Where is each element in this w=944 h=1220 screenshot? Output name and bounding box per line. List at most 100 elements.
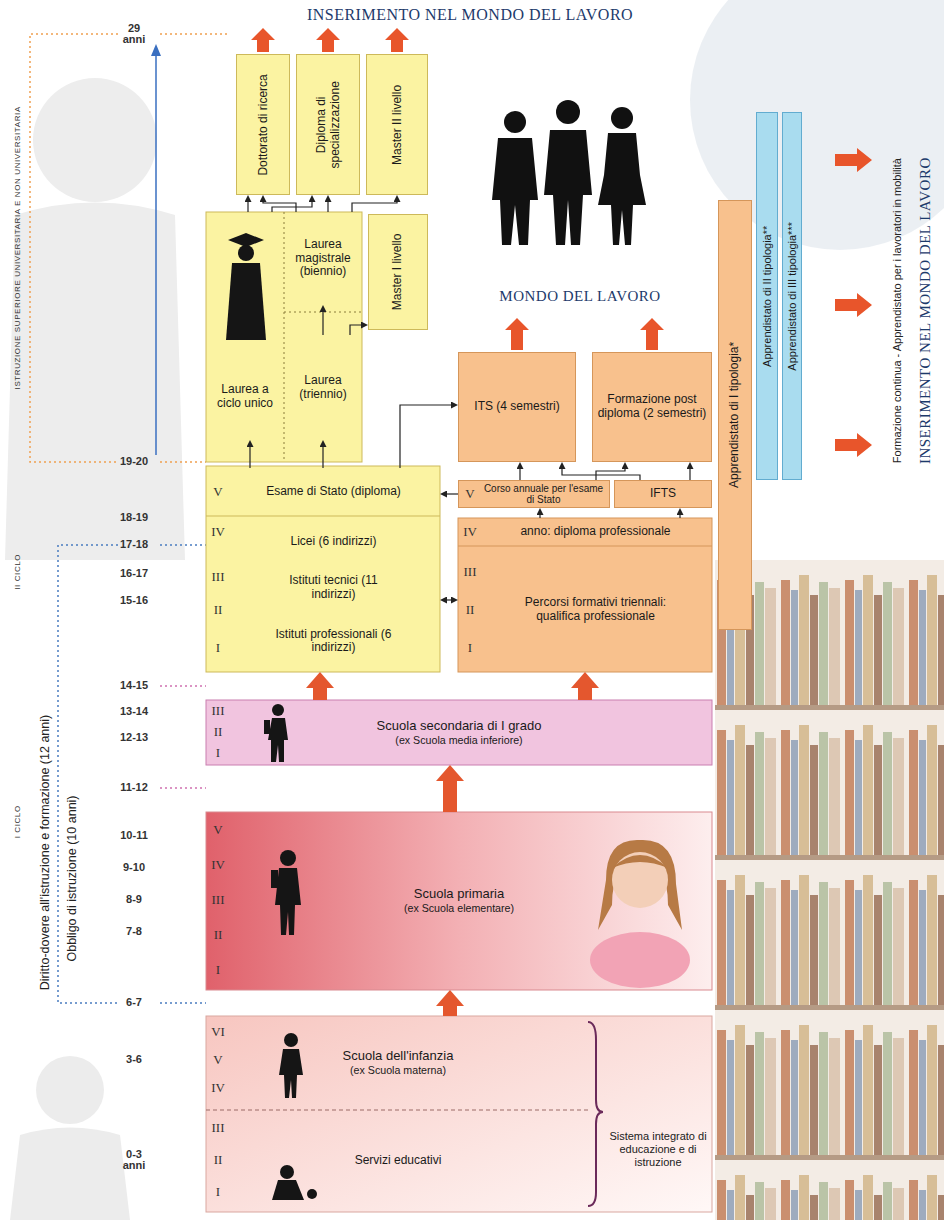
box-text: Master I livello [391,218,405,326]
age-label: 8-9 [119,894,149,906]
box-subtext: Istituti professionali (6 indirizzi) [269,628,399,656]
guide-line [160,685,206,687]
age-label: 15-16 [119,595,149,607]
apprenticeship-band: Apprendistato di II tipologia** [756,112,778,480]
student-silhouette [271,870,278,888]
girl-picture [590,932,690,988]
school-band: Scuola secondaria di I grado(ex Scuola m… [206,700,712,765]
guide-line [58,545,118,1003]
guide-line [155,54,157,455]
year-numeral: I [208,1185,228,1199]
degree-box: Laurea magistrale (biennio) [284,212,362,305]
panel [206,212,712,1212]
school-band: Servizi educativi [206,1110,590,1212]
worker-silhouette [492,100,646,245]
panel [206,700,712,765]
degree-box: Master I livello [368,214,428,330]
guide-line [160,33,230,35]
girl-picture [598,840,682,930]
panel [206,1110,590,1111]
panel [284,212,285,462]
student-silhouette [228,233,264,247]
student-silhouette [264,720,270,734]
year-numeral: IV [460,525,480,539]
year-numeral: VI [208,1025,228,1039]
box-subtext: Istituti tecnici (11 indirizzi) [269,574,399,602]
connector-arrow [679,515,680,518]
transition-arrow [578,688,592,700]
year-numeral: I [460,641,480,655]
box-text: Licei (6 indirizzi) [290,535,376,549]
level-label: ISTRUZIONE SUPERIORE UNIVERSITARIA E NON… [13,58,23,438]
guide-line [160,544,206,546]
student-silhouette [280,850,296,866]
box-text: anno: diploma professionale [520,525,670,539]
connector-arrow [352,202,397,212]
box-text: Laurea (triennio) [288,374,358,402]
worker-silhouette [611,107,633,129]
backdrop [5,203,185,561]
year-numeral: I [208,963,228,977]
box-text: Apprendistato di II tipologia** [761,116,774,476]
panel [206,516,440,517]
worker-silhouette [492,138,538,245]
panel [206,1016,712,1212]
guide-line [160,461,206,463]
year-numeral: III [208,893,228,907]
student-silhouette [280,1165,294,1179]
exam-box: Esame di Stato (diploma) [206,468,440,515]
connector-arrow [322,447,323,468]
student-silhouette [272,704,284,716]
box-text: Laurea a ciclo unico [210,383,280,411]
connector-arrow [562,469,640,480]
backdrop [33,78,157,202]
age-label: 17-18 [119,539,149,551]
box-text: Corso annuale per l'esame di Stato [481,483,606,506]
degree-box: Laurea a ciclo unico [206,212,284,440]
duty-label: Diritto-dovere all'istruzione e formazio… [38,702,53,1002]
box-text: Apprendistato di I tipologia* [728,204,742,626]
bracket-note: Sistema integrato di educazione e di ist… [608,1130,708,1170]
cycle-label: I CICLO [13,782,23,862]
box-text: ITS (4 semestri) [474,400,559,414]
year-numeral: III [208,570,228,584]
worker-silhouette [504,111,526,133]
girl-picture [612,855,668,868]
student-silhouette [279,1049,303,1098]
box-text: Master II livello [390,58,404,191]
backdrop [5,0,944,1220]
exit-arrow [385,28,409,52]
student-silhouette [226,263,266,340]
apprenticeship-band: Apprendistato di III tipologia*** [782,112,802,480]
year-numeral: V [208,485,228,499]
course-box: ITS (4 semestri) [458,352,576,462]
student-silhouette [307,1189,317,1199]
student-silhouette [226,233,317,1200]
exit-arrow [835,293,872,317]
age-label: 12-13 [119,732,149,744]
connector-arrow [247,202,248,212]
worker-silhouette [544,130,592,245]
exit-arrow [640,318,664,350]
guide-line [30,34,118,462]
year-numeral: I [208,641,228,655]
box-text: Diploma di specializzazione [314,58,342,191]
exit-arrow [835,433,872,457]
course-box: Formazione post diploma (2 semestri) [592,352,712,462]
side-note: Formazione continua - Apprendistato per … [891,115,904,505]
backdrop [10,1128,130,1220]
box-text: Percorsi formativi triennali: qualifica … [511,596,681,624]
worker-silhouette [556,100,580,124]
year-numeral: II [208,603,228,617]
duty-label: Obbligo di istruzione (10 anni) [65,778,80,978]
box-text: Scuola secondaria di I grado [377,719,542,734]
box-text: Servizi educativi [355,1154,442,1168]
age-label: 18-19 [119,512,149,524]
student-silhouette [238,245,254,261]
exit-arrow [316,28,340,52]
page-title: INSERIMENTO NEL MONDO DEL LAVORO [190,6,750,24]
connector-arrow [350,325,361,335]
box-subtext: (ex Scuola elementare) [404,902,514,914]
box-text: Scuola primaria [414,887,504,902]
